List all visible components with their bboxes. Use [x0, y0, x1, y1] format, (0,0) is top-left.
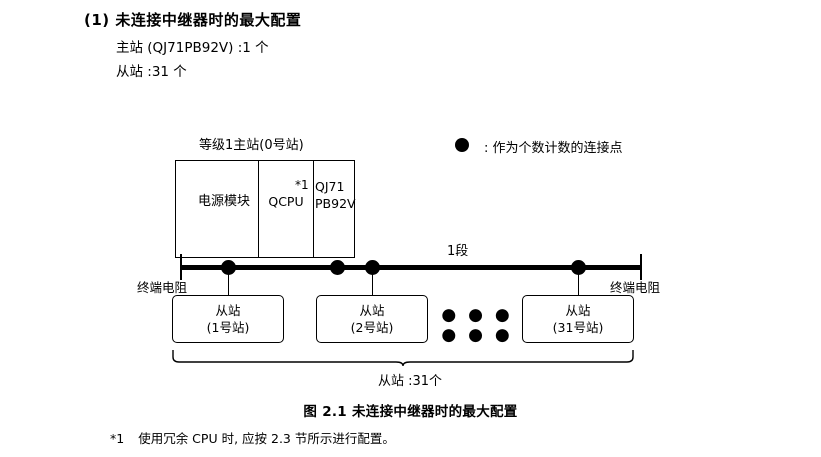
qj71pb92v-module-label: QJ71 PB92V	[315, 178, 356, 212]
slave-count-brace	[172, 350, 634, 366]
power-supply-module-label: 电源模块	[197, 194, 250, 209]
slave31-drop-line	[578, 267, 579, 295]
qcpu-module-label: QCPU	[268, 194, 304, 209]
network-trunk-line	[180, 265, 640, 270]
legend-filled-circle-icon	[455, 138, 469, 152]
terminator-right-bar	[640, 254, 642, 280]
slave1-drop-line	[228, 267, 229, 295]
connection-point-dot-slave2	[365, 260, 380, 275]
footnote-reference-mark: *1	[295, 178, 309, 192]
qj71pb92v-line2: PB92V	[315, 196, 356, 211]
figure-caption: 图 2.1 未连接中继器时的最大配置	[303, 404, 518, 420]
terminator-left-bar	[180, 254, 182, 280]
spec-master-line: 主站 (QJ71PB92V) :1 个	[116, 40, 269, 56]
slave-station-box-31: 从站 (31号站)	[522, 295, 634, 343]
slave2-name: 从站	[359, 303, 385, 318]
slave-count-caption: 从站 :31个	[377, 374, 443, 389]
slave2-drop-line	[372, 267, 373, 295]
slave-station-box-2: 从站 (2号站)	[316, 295, 428, 343]
rack-divider-1	[258, 160, 259, 258]
segment-label: 1段	[447, 244, 469, 259]
master-rack-outline	[175, 160, 355, 258]
slaves-ellipsis: ● ● ● ● ● ●	[441, 305, 513, 345]
slave2-station: (2号站)	[350, 320, 394, 335]
slave31-name: 从站	[565, 303, 591, 318]
slave31-station: (31号站)	[552, 320, 604, 335]
qj71pb92v-line1: QJ71	[315, 179, 345, 194]
terminator-right-label: 终端电阻	[610, 280, 661, 295]
slave1-name: 从站	[215, 303, 241, 318]
spec-slave-line: 从站 :31 个	[116, 64, 187, 80]
connection-point-dot-slave31	[571, 260, 586, 275]
slave-station-box-1: 从站 (1号站)	[172, 295, 284, 343]
footnote-mark: *1	[110, 431, 125, 446]
page-title: (1) 未连接中继器时的最大配置	[84, 11, 302, 29]
footnote: *1 使用冗余 CPU 时, 应按 2.3 节所示进行配置。	[110, 428, 395, 447]
slave1-station: (1号站)	[206, 320, 250, 335]
master-station-label: 等级1主站(0号站)	[199, 138, 304, 153]
rack-divider-2	[313, 160, 314, 258]
terminator-left-label: 终端电阻	[137, 280, 188, 295]
legend-label: : 作为个数计数的连接点	[484, 141, 623, 156]
connection-point-dot-master	[330, 260, 345, 275]
connection-point-dot-slave1	[221, 260, 236, 275]
footnote-text: 使用冗余 CPU 时, 应按 2.3 节所示进行配置。	[138, 431, 395, 446]
